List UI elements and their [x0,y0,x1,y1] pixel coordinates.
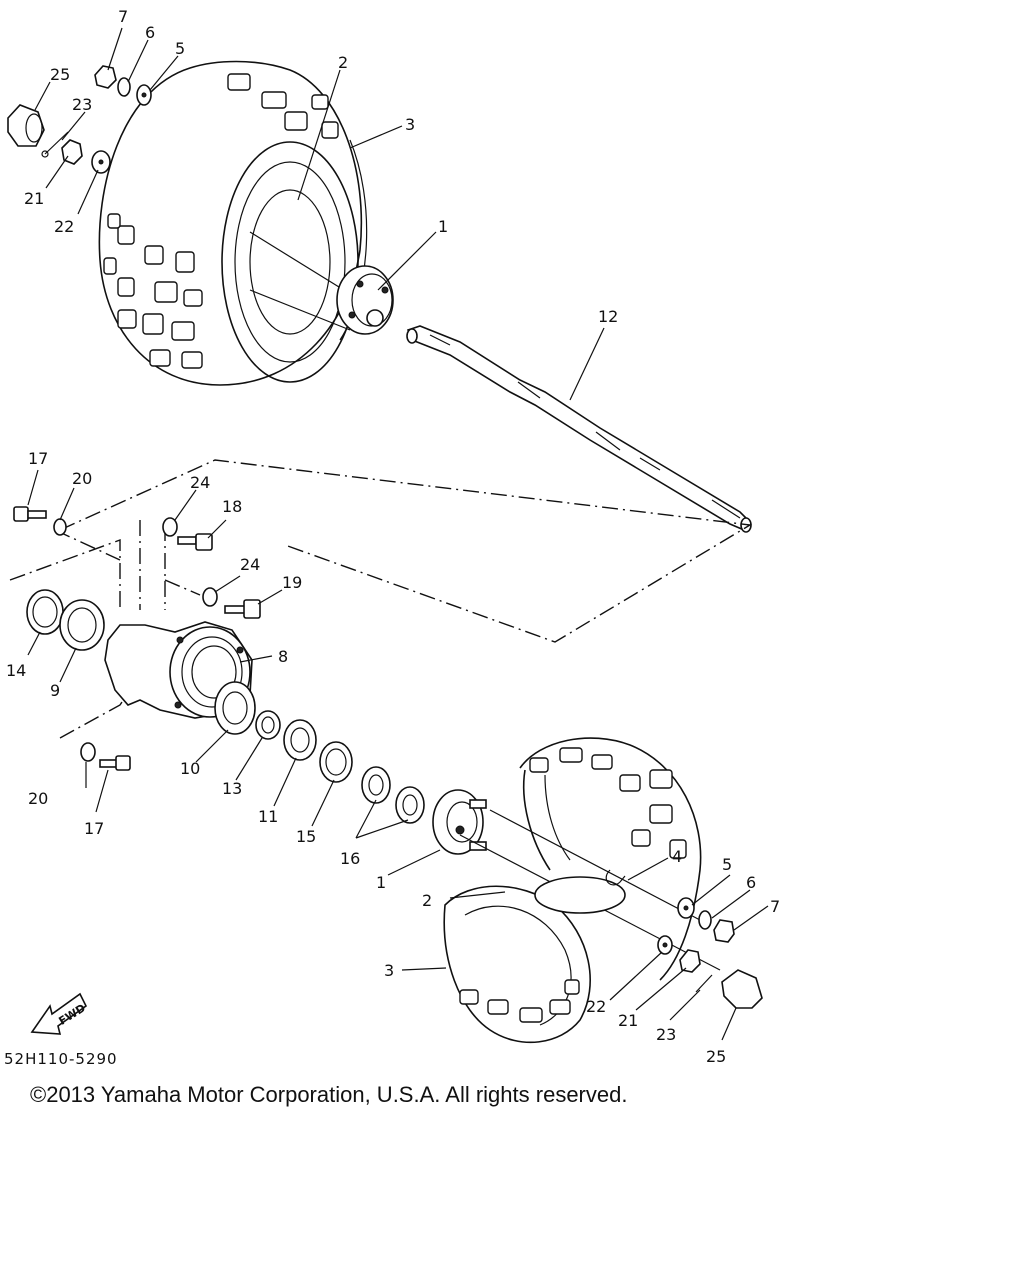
bolt-17-lower [99,755,131,771]
callout-22-lower: 22 [586,997,606,1016]
lower-wheel-tire [443,737,702,1044]
callout-25-upper: 25 [50,65,70,84]
callout-8: 8 [278,647,288,666]
callout-13: 13 [222,779,242,798]
callout-22-upper: 22 [54,217,74,236]
lower-nut-21 [679,949,701,973]
callout-23-lower: 23 [656,1025,676,1044]
callout-15: 15 [296,827,316,846]
callout-17-lower: 17 [84,819,104,838]
callout-3-lower: 3 [384,961,394,980]
callout-5-lower: 5 [722,855,732,874]
washer-24-upper [162,517,178,537]
bolt-18 [177,533,213,551]
oil-seal-15 [319,741,353,783]
washer-20-lower [80,742,96,762]
upper-nut-7 [94,65,117,89]
dashed-assembly-guides [9,459,753,739]
callout-17-upper: 17 [28,449,48,468]
callout-12: 12 [598,307,618,326]
upper-washer-22 [91,150,111,174]
bearing-10 [214,681,256,735]
callout-3-upper: 3 [405,115,415,134]
callout-20-upper: 20 [72,469,92,488]
upper-hub-flange [336,265,394,335]
upper-wheel-tire [98,60,368,386]
callout-labels: 7 6 5 25 23 21 22 2 3 1 12 17 20 24 18 2… [6,7,780,1066]
exploded-parts-diagram: 7 6 5 25 23 21 22 2 3 1 12 17 20 24 18 2… [4,7,780,1068]
lower-nut-cap-25 [721,969,763,1009]
callout-25-lower: 25 [706,1047,726,1066]
lower-plain-washer-5 [677,897,695,919]
callout-18: 18 [222,497,242,516]
upper-cotter-pin-23 [41,131,69,158]
bearing-9 [59,599,105,651]
nut-16-b [395,786,425,824]
callout-10: 10 [180,759,200,778]
drawing-code: 52H110-5290 [4,1050,118,1068]
callout-5-upper: 5 [175,39,185,58]
bearing-11 [283,719,317,761]
callout-1-upper: 1 [438,217,448,236]
callout-7-upper: 7 [118,7,128,26]
nut-16-a [361,766,391,804]
callout-23-upper: 23 [72,95,92,114]
lower-hub-flange [432,789,487,855]
callout-9: 9 [50,681,60,700]
lower-cotter-pin-23 [695,974,713,993]
callout-7-lower: 7 [770,897,780,916]
spacer-13 [255,710,281,740]
callout-20-lower: 20 [28,789,48,808]
lower-cotter-pin-4 [605,869,626,886]
upper-nut-cap-25 [7,104,45,147]
bolt-17-upper [13,506,47,522]
washer-20-upper [53,518,67,536]
upper-plain-washer-5 [136,84,152,106]
oil-seal-14 [26,589,64,635]
rear-axle-shaft [406,325,752,533]
callout-11: 11 [258,807,278,826]
callout-1-lower: 1 [376,873,386,892]
leader-lines [27,27,769,1041]
fwd-arrow-icon: FWD [30,992,88,1035]
callout-24-upper: 24 [190,473,210,492]
callout-6-lower: 6 [746,873,756,892]
bolt-19 [224,599,261,619]
callout-24-lower: 24 [240,555,260,574]
copyright-notice: ©2013 Yamaha Motor Corporation, U.S.A. A… [30,1082,628,1107]
washer-24-lower [202,587,218,607]
lower-nut-7 [713,919,735,943]
callout-19: 19 [282,573,302,592]
callout-16: 16 [340,849,360,868]
upper-spring-washer-6 [117,77,131,97]
callout-14: 14 [6,661,26,680]
callout-2-upper: 2 [338,53,348,72]
callout-21-upper: 21 [24,189,44,208]
callout-4: 4 [672,847,682,866]
callout-21-lower: 21 [618,1011,638,1030]
lower-washer-22 [657,935,673,955]
callout-6-upper: 6 [145,23,155,42]
lower-spring-washer-6 [698,910,712,930]
callout-2-lower: 2 [422,891,432,910]
